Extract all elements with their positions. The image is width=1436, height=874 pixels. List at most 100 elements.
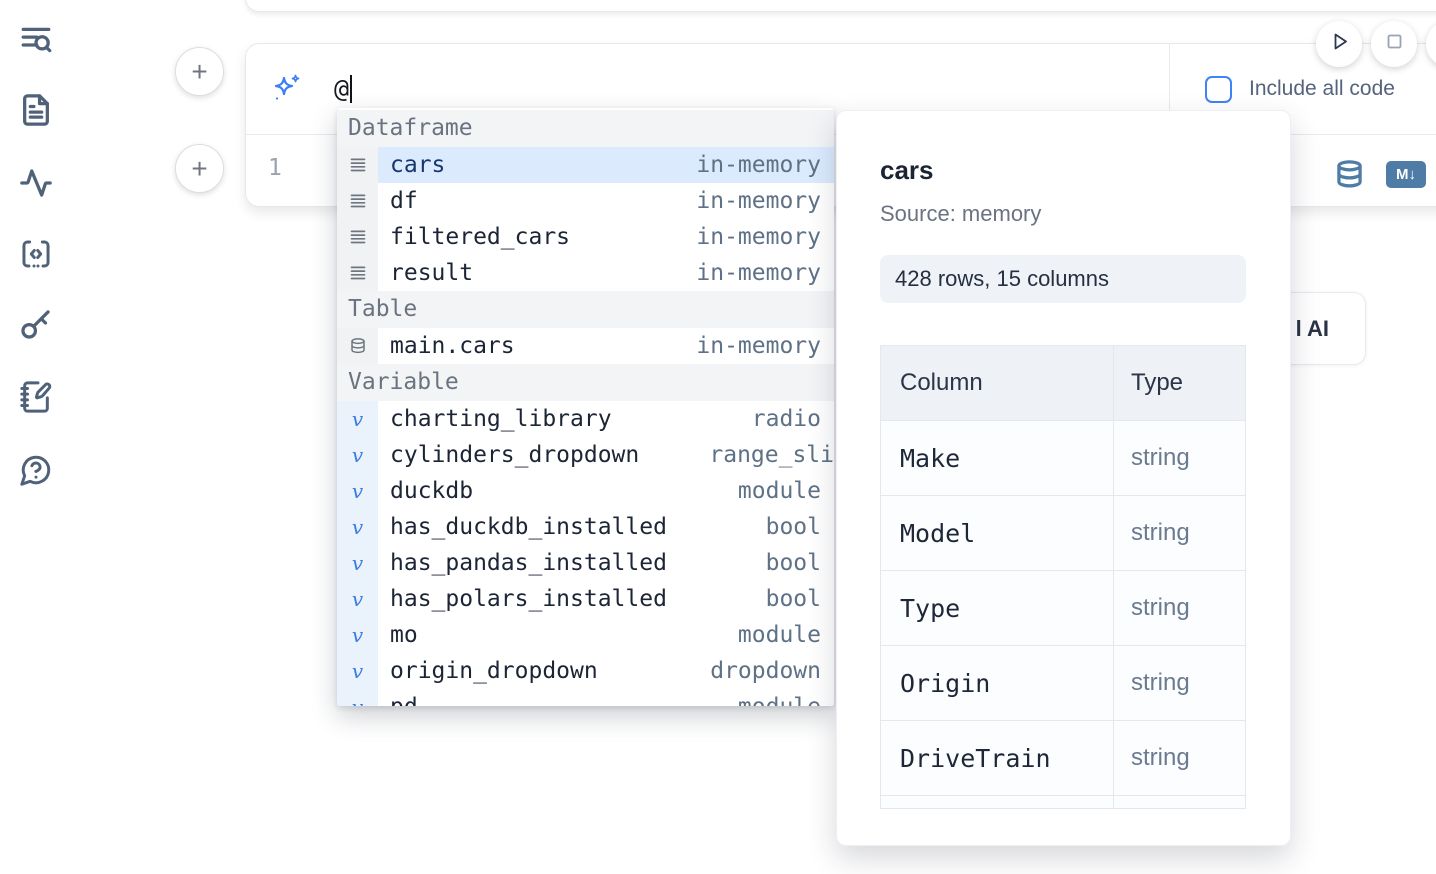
completion-item-detail: in-memory [696, 333, 821, 359]
key-icon [19, 307, 53, 341]
code-editor[interactable]: 1 M↓ [246, 135, 1436, 207]
completion-item-name: main.cars [390, 333, 515, 359]
completion-item-detail: in-memory [696, 224, 821, 250]
completion-item[interactable]: v charting_library radio [337, 401, 834, 437]
toc-search-icon [19, 23, 53, 57]
preview-column-type: string [1131, 669, 1190, 696]
variable-icon: v [337, 581, 378, 617]
completion-item[interactable]: vpdmodule [337, 689, 834, 706]
completion-item-name: has_pandas_installed [390, 550, 667, 576]
completion-item-detail: module [738, 694, 834, 706]
completion-item[interactable]: v has_pandas_installed bool [337, 545, 834, 581]
preview-column-type: string [1131, 519, 1190, 546]
completion-item-detail: radio [751, 406, 821, 432]
completion-item[interactable]: main.cars in-memory [337, 328, 834, 364]
completion-item[interactable]: cars in-memory [337, 147, 834, 183]
completion-item-detail: bool [765, 586, 821, 612]
preview-table-row-clipped [881, 795, 1245, 808]
convert-to-sql-icon[interactable] [1334, 159, 1365, 190]
completion-item-name: mo [390, 622, 418, 648]
include-all-code-checkbox[interactable] [1205, 75, 1232, 103]
completion-section-dataframe: Dataframe [337, 110, 834, 147]
ai-options-zone: Include all code [1169, 44, 1436, 134]
ai-prompt-input[interactable]: @ [334, 44, 353, 134]
previous-cell-edge [245, 0, 1436, 12]
preview-table-header: Column Type [881, 346, 1245, 420]
variable-icon: v [337, 545, 378, 581]
completion-item-name: cars [390, 152, 446, 178]
completion-item-name: result [390, 260, 474, 286]
preview-shape-badge: 428 rows, 15 columns [880, 255, 1246, 303]
completion-item-name: has_duckdb_installed [390, 514, 667, 540]
sidebar-item-scratchpad[interactable] [19, 380, 53, 414]
play-icon [1327, 29, 1352, 59]
convert-to-markdown-icon[interactable]: M↓ [1386, 161, 1426, 188]
extra-action-button[interactable] [1426, 21, 1436, 67]
preview-table-row: Origin string [881, 645, 1245, 720]
dataframe-icon [337, 183, 378, 219]
run-cell-button[interactable] [1316, 21, 1362, 67]
completion-item-name: has_polars_installed [390, 586, 667, 612]
ai-sparkle-icon [270, 73, 302, 105]
variable-icon: v [337, 473, 378, 509]
preview-table-row: Model string [881, 495, 1245, 570]
text-cursor [350, 75, 353, 103]
sidebar-item-snippets[interactable] [19, 237, 53, 271]
completion-item-name: origin_dropdown [390, 658, 598, 684]
stop-icon [1382, 29, 1407, 59]
sidebar-item-search[interactable] [19, 23, 53, 57]
column-header: Column [881, 346, 1114, 420]
completion-item[interactable]: df in-memory [337, 183, 834, 219]
completion-item[interactable]: filtered_cars in-memory [337, 219, 834, 255]
preview-column-name: Origin [881, 646, 1114, 720]
sidebar-item-files[interactable] [19, 93, 53, 127]
completion-item-name: df [390, 188, 418, 214]
sidebar-item-secrets[interactable] [19, 307, 53, 341]
completion-item-name: charting_library [390, 406, 612, 432]
table-icon [337, 328, 378, 364]
completion-item-detail: module [737, 478, 821, 504]
help-icon [19, 453, 53, 487]
completion-item-detail: bool [765, 550, 821, 576]
stop-button[interactable] [1371, 21, 1417, 67]
completion-item[interactable]: v has_polars_installed bool [337, 581, 834, 617]
line-number: 1 [268, 155, 282, 181]
sidebar-item-activity[interactable] [19, 166, 53, 200]
preview-column-name: Make [881, 421, 1114, 495]
completion-item-name: cylinders_dropdown [390, 442, 640, 468]
variable-icon: v [337, 653, 378, 689]
variable-icon: v [337, 401, 378, 437]
completion-item-name: duckdb [390, 478, 474, 504]
completion-item-name: filtered_cars [390, 224, 571, 250]
dataframe-preview-panel: cars Source: memory 428 rows, 15 columns… [836, 110, 1291, 846]
completion-item-detail: bool [765, 514, 821, 540]
completion-item-detail: module [737, 622, 821, 648]
dataframe-icon [337, 255, 378, 291]
completion-item-detail: in-memory [696, 152, 821, 178]
add-cell-below-button[interactable]: + [175, 144, 224, 193]
scratchpad-icon [19, 380, 53, 414]
completion-section-table: Table [337, 291, 834, 328]
type-header: Type [1131, 369, 1184, 396]
completion-item-detail: in-memory [696, 188, 821, 214]
preview-column-name: Model [881, 496, 1114, 570]
include-all-code-label: Include all code [1249, 77, 1395, 100]
preview-column-name: Type [881, 571, 1114, 645]
completion-section-variable: Variable [337, 364, 834, 401]
preview-column-type: string [1131, 444, 1190, 471]
dataframe-icon [337, 219, 378, 255]
completion-item[interactable]: v origin_dropdown dropdown [337, 653, 834, 689]
add-cell-above-button[interactable]: + [175, 47, 224, 96]
completion-item-detail: dropdown [710, 658, 821, 684]
file-icon [19, 93, 53, 127]
sidebar-item-help[interactable] [19, 453, 53, 487]
variable-icon: v [337, 617, 378, 653]
